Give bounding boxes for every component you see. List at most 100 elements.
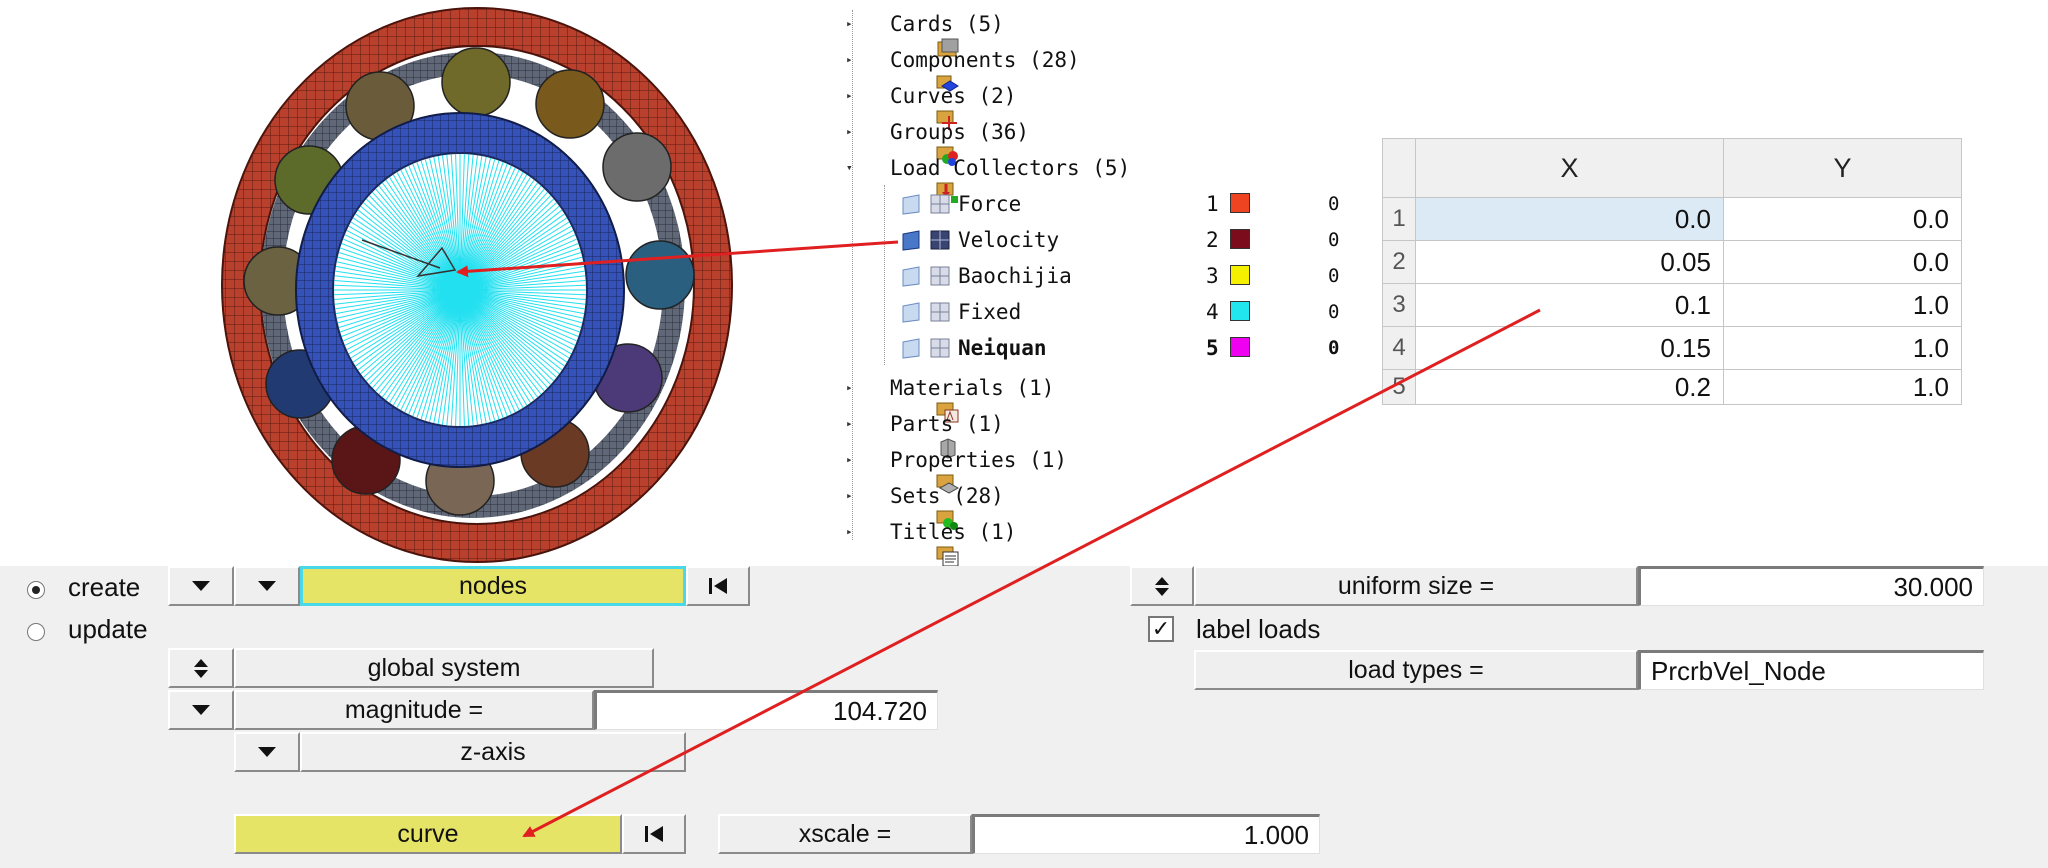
expand-icon[interactable]: ▸ xyxy=(846,17,853,30)
load-types-label[interactable]: load types = xyxy=(1194,650,1638,690)
cell-x[interactable]: 0.05 xyxy=(1415,240,1724,284)
hub-spoke xyxy=(338,252,461,291)
load-collector-color-swatch[interactable] xyxy=(1230,193,1250,213)
update-radio[interactable] xyxy=(27,623,45,641)
row-number[interactable]: 3 xyxy=(1382,283,1416,327)
load-collector-row[interactable]: Fixed 4 0 xyxy=(900,295,1370,329)
global-system-button[interactable]: global system xyxy=(234,648,654,688)
uniform-size-input[interactable]: 30.000 xyxy=(1638,566,1984,606)
xscale-input[interactable]: 1.000 xyxy=(972,814,1320,854)
selection-method-dropdown[interactable] xyxy=(234,566,300,606)
tree-item-load-collectors[interactable]: ▾ Load Collectors (5) xyxy=(846,151,1130,203)
tree-item-parts[interactable]: ▸ Parts (1) xyxy=(846,407,1004,459)
expand-icon[interactable]: ▸ xyxy=(846,381,853,394)
magnitude-input[interactable]: 104.720 xyxy=(594,690,938,730)
tree-item-materials[interactable]: ▸ Materials (1) xyxy=(846,371,1054,423)
cell-x[interactable]: 0.15 xyxy=(1415,326,1724,370)
loadcol-display-icon[interactable] xyxy=(900,192,924,216)
system-toggle[interactable] xyxy=(168,648,234,688)
row-number[interactable]: 1 xyxy=(1382,197,1416,241)
tree-item-titles[interactable]: ▸ Titles (1) xyxy=(846,515,1016,567)
update-radio-label[interactable]: update xyxy=(68,614,148,644)
tree-item-groups[interactable]: ▸ Groups (36) xyxy=(846,115,1029,166)
load-collector-color-swatch[interactable] xyxy=(1230,337,1250,357)
hub-spoke xyxy=(334,275,461,291)
load-collector-row[interactable]: Baochijia 3 0 xyxy=(900,259,1370,293)
mesh-grid-icon[interactable] xyxy=(928,228,952,252)
cell-y[interactable]: 1.0 xyxy=(1722,326,1963,370)
curve-reset-button[interactable] xyxy=(622,814,686,854)
expand-icon[interactable]: ▸ xyxy=(846,89,853,102)
tree-item-curves[interactable]: ▸ Curves (2) xyxy=(846,79,1017,130)
create-radio-label[interactable]: create xyxy=(68,572,141,602)
hub-spoke xyxy=(341,289,461,337)
expand-icon[interactable]: ▸ xyxy=(846,125,853,138)
row-number[interactable]: 5 xyxy=(1382,369,1416,405)
expand-icon[interactable]: ▸ xyxy=(846,53,853,66)
load-collector-color-swatch[interactable] xyxy=(1230,265,1250,285)
row-number[interactable]: 4 xyxy=(1382,326,1416,370)
model-browser-tree[interactable]: ▸ Cards (5) ▸ Components (28) ▸ Curves (… xyxy=(836,0,1370,567)
column-header-y[interactable]: Y xyxy=(1722,138,1963,198)
hub-spoke xyxy=(429,289,461,423)
table-corner[interactable] xyxy=(1382,138,1416,198)
load-collector-row[interactable]: Velocity 2 0 xyxy=(900,223,1370,257)
cell-x[interactable]: 0.1 xyxy=(1415,283,1724,327)
label-loads-label[interactable]: label loads xyxy=(1196,614,1321,644)
tree-item-sets[interactable]: ▸ Sets (28) xyxy=(846,479,1004,530)
load-collector-row-current[interactable]: Neiquan 5 0 xyxy=(900,331,1370,365)
column-header-x[interactable]: X xyxy=(1415,138,1724,198)
magnitude-label: magnitude = xyxy=(234,690,594,730)
curve-xy-table[interactable]: X Y 1 0.0 0.0 2 0.05 0.0 3 0.1 1.0 4 0.1… xyxy=(1382,138,1963,420)
loadcol-display-icon[interactable] xyxy=(900,264,924,288)
expand-icon[interactable]: ▸ xyxy=(846,417,853,430)
cell-x[interactable]: 0.2 xyxy=(1415,369,1724,405)
hub-spoke xyxy=(459,289,470,426)
model-viewport[interactable] xyxy=(0,0,830,565)
hub-spoke xyxy=(334,289,461,296)
curve-selector[interactable]: curve xyxy=(234,814,622,854)
magnitude-dropdown[interactable] xyxy=(168,690,234,730)
expand-icon[interactable]: ▸ xyxy=(846,453,853,466)
hub-spoke xyxy=(372,191,461,291)
hub-spoke xyxy=(459,270,585,291)
loadcol-display-icon[interactable] xyxy=(900,336,924,360)
load-collector-row[interactable]: Force 1 0 xyxy=(900,187,1370,221)
mesh-grid-icon[interactable] xyxy=(928,192,952,216)
collapse-icon[interactable]: ▾ xyxy=(846,161,853,174)
mesh-grid-icon[interactable] xyxy=(928,336,952,360)
load-types-input[interactable]: PrcrbVel_Node xyxy=(1638,650,1984,690)
hub-spoke xyxy=(355,213,461,291)
cell-y[interactable]: 1.0 xyxy=(1722,283,1963,327)
loadcol-display-icon[interactable] xyxy=(900,300,924,324)
tree-item-cards[interactable]: ▸ Cards (5) xyxy=(846,7,1004,57)
load-collector-color-swatch[interactable] xyxy=(1230,229,1250,249)
load-collector-value: 0 xyxy=(1328,301,1340,323)
expand-icon[interactable]: ▸ xyxy=(846,489,853,502)
axis-selector[interactable]: z-axis xyxy=(300,732,686,772)
tree-item-components[interactable]: ▸ Components (28) xyxy=(846,43,1080,92)
hub-spoke xyxy=(360,205,461,291)
loadcol-display-icon[interactable] xyxy=(900,228,924,252)
axis-dropdown[interactable] xyxy=(234,732,300,772)
load-collector-color-swatch[interactable] xyxy=(1230,301,1250,321)
nodes-selector[interactable]: nodes xyxy=(300,566,686,606)
cell-x[interactable]: 0.0 xyxy=(1415,197,1724,241)
hub-spoke xyxy=(382,289,461,398)
create-radio[interactable] xyxy=(27,581,45,599)
cell-y[interactable]: 0.0 xyxy=(1722,240,1963,284)
hub-spoke xyxy=(429,157,461,291)
expand-icon[interactable]: ▸ xyxy=(846,525,853,538)
mesh-grid-icon[interactable] xyxy=(928,264,952,288)
tree-item-properties[interactable]: ▸ Properties (1) xyxy=(846,443,1067,494)
size-toggle[interactable] xyxy=(1130,566,1194,606)
hub-spoke xyxy=(433,289,461,424)
mesh-grid-icon[interactable] xyxy=(928,300,952,324)
entity-type-dropdown[interactable] xyxy=(168,566,234,606)
nodes-reset-button[interactable] xyxy=(686,566,750,606)
row-number[interactable]: 2 xyxy=(1382,240,1416,284)
tree-item-label: Curves (2) xyxy=(890,84,1017,108)
cell-y[interactable]: 0.0 xyxy=(1722,197,1963,241)
cell-y[interactable]: 1.0 xyxy=(1722,369,1963,405)
label-loads-checkbox[interactable]: ✓ xyxy=(1148,616,1174,642)
